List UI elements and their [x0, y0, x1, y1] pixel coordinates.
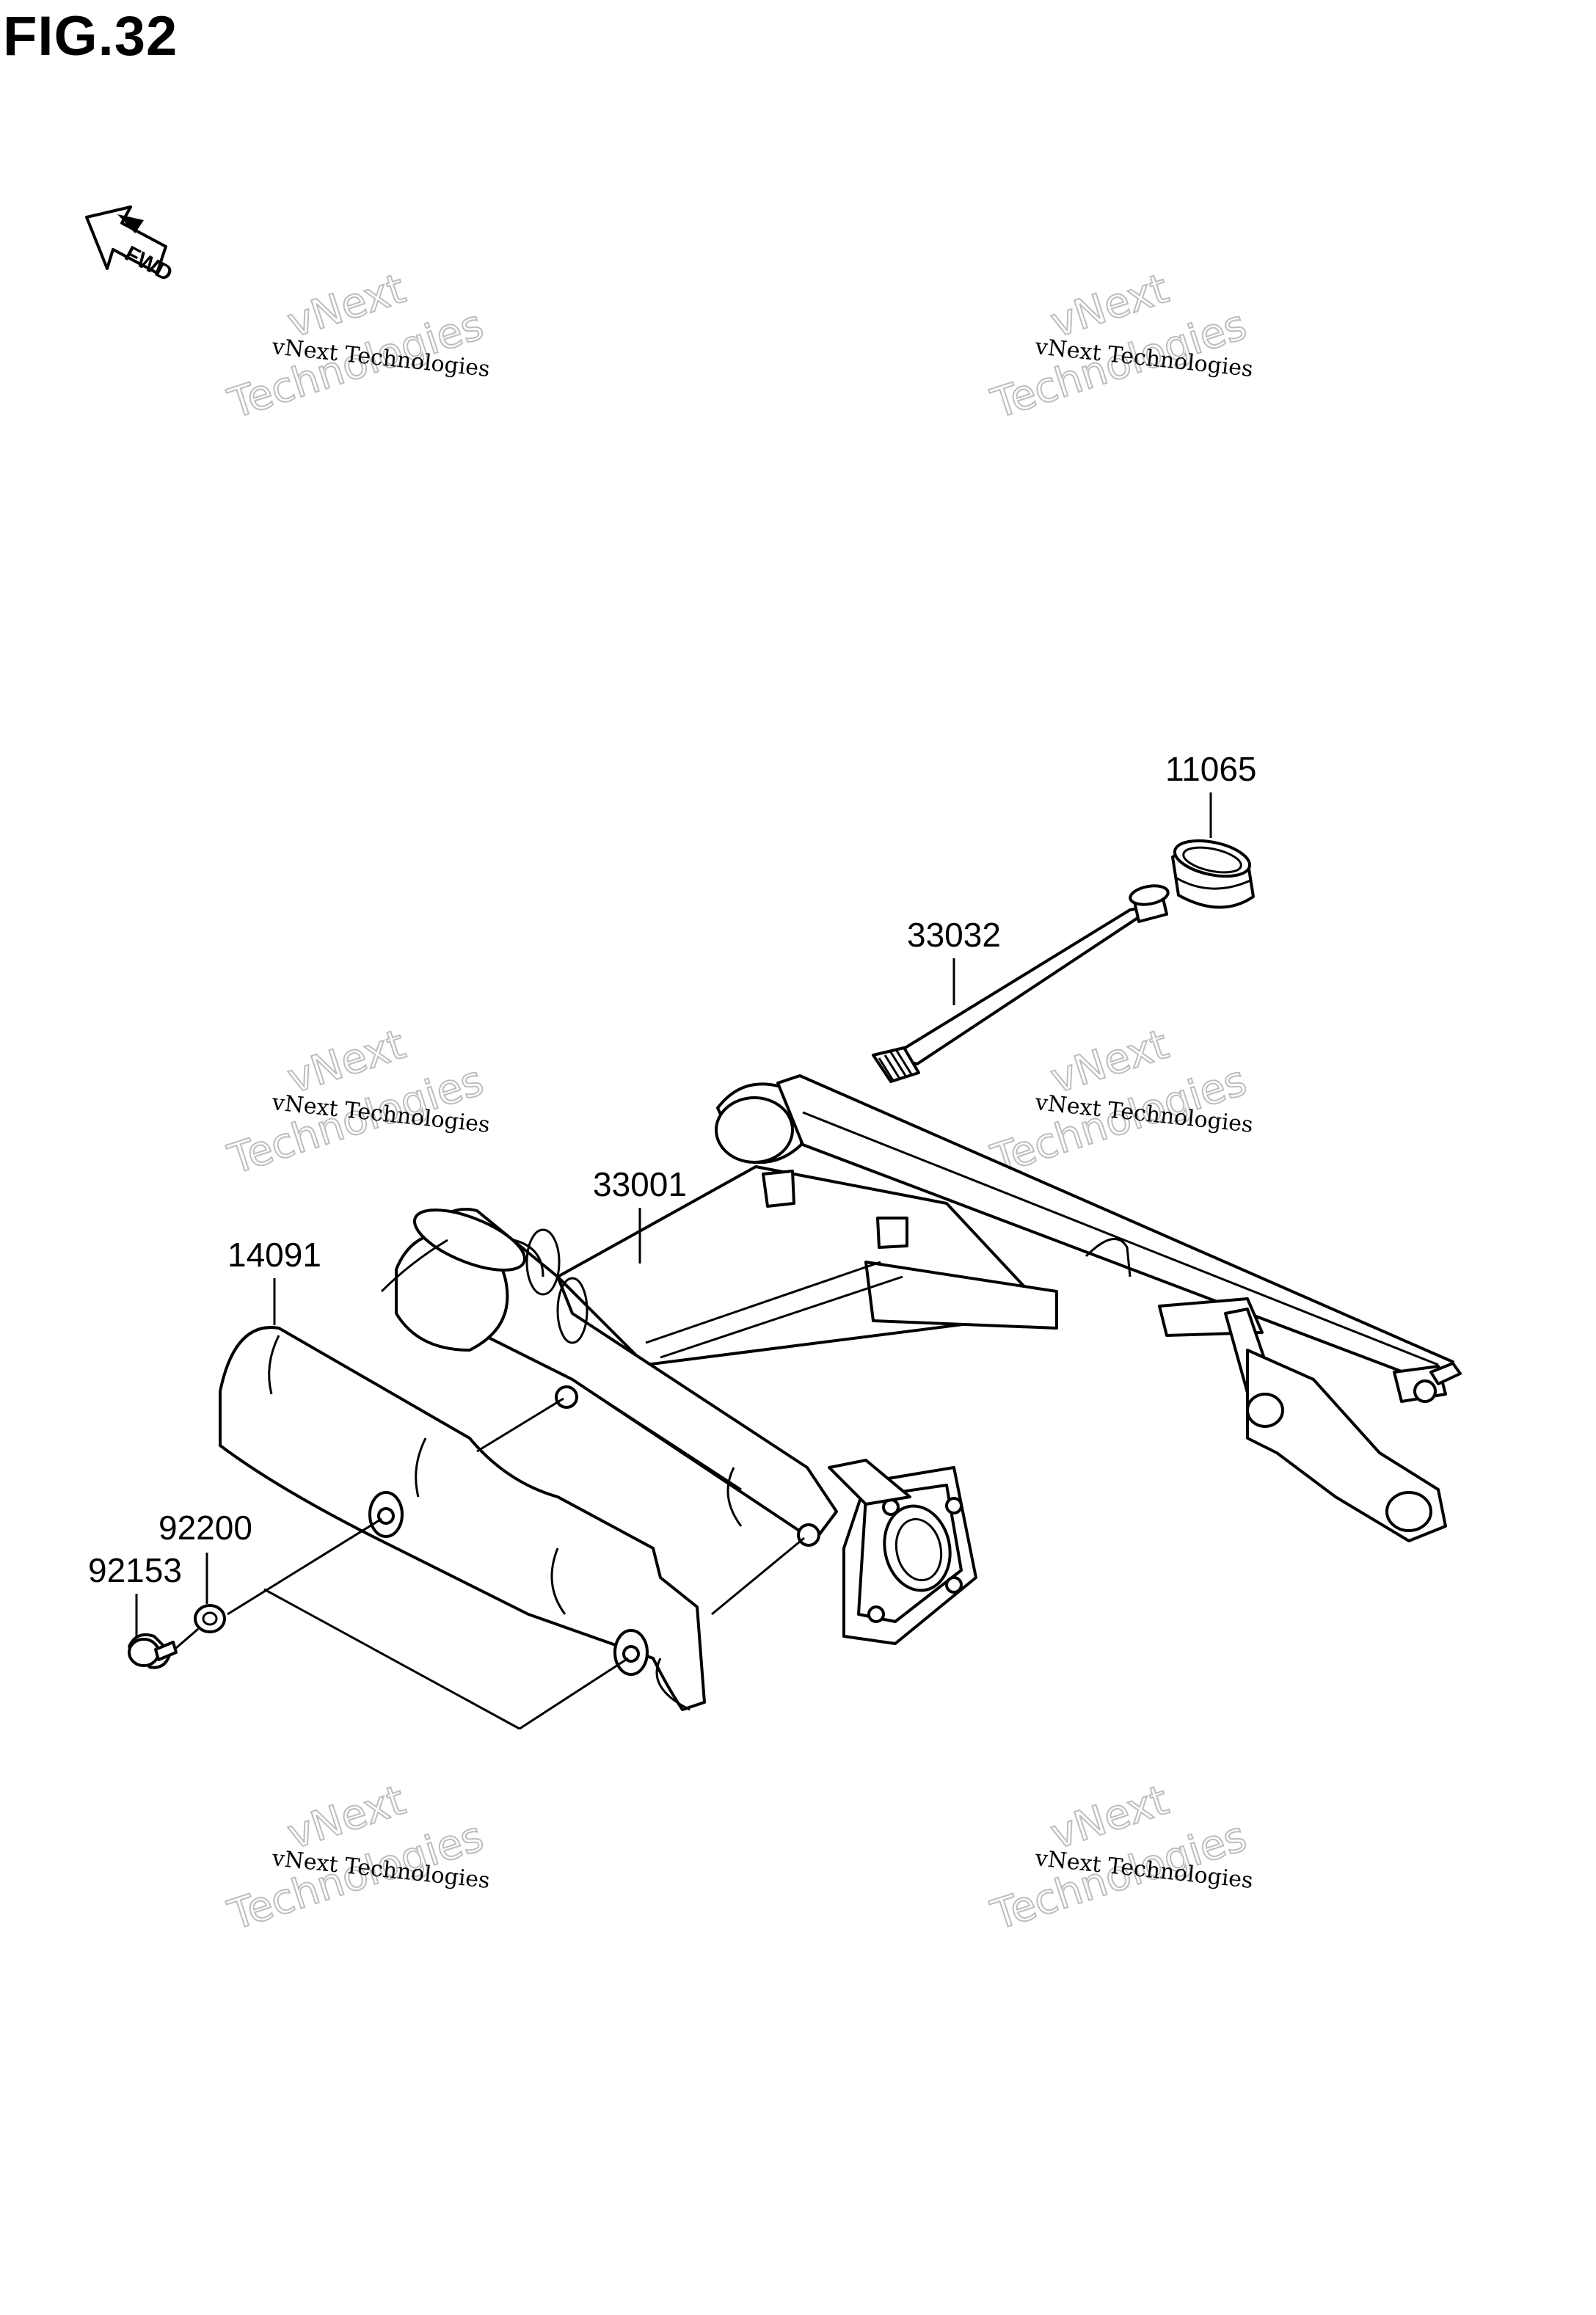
part-92153-bolt [128, 1633, 178, 1669]
watermark-bottom-right: vNext Technologies vNext Technologies [985, 1776, 1254, 1941]
svg-text:92153: 92153 [88, 1551, 182, 1589]
watermark-mid-left: vNext Technologies vNext Technologies [222, 1020, 491, 1185]
part-33001-swing-arm [380, 1074, 1462, 1645]
watermark-mid-right: vNext Technologies vNext Technologies [985, 1020, 1254, 1185]
callout-11065: 11065 [1165, 750, 1257, 838]
part-92200-washer [194, 1604, 226, 1633]
callout-92200: 92200 [158, 1509, 252, 1604]
assembly-lines [175, 1397, 805, 1730]
callout-92153: 92153 [88, 1551, 182, 1638]
watermark-bottom-left: vNext Technologies vNext Technologies [222, 1776, 491, 1941]
svg-text:92200: 92200 [158, 1509, 252, 1547]
part-33032-pivot-shaft [872, 884, 1170, 1083]
callout-33001: 33001 [593, 1165, 687, 1264]
svg-text:14091: 14091 [227, 1236, 321, 1274]
part-14091-cover [219, 1326, 706, 1711]
callout-14091: 14091 [227, 1236, 321, 1325]
callout-33032: 33032 [907, 916, 1001, 1005]
svg-text:33001: 33001 [593, 1165, 687, 1203]
fwd-arrow-icon: FWD [85, 205, 177, 286]
watermark-top-right: vNext Technologies vNext Technologies [985, 264, 1254, 429]
watermark-top-left: vNext Technologies vNext Technologies [222, 264, 491, 429]
figure-title: FIG.32 [3, 5, 178, 68]
svg-text:11065: 11065 [1165, 750, 1257, 788]
part-11065-bushing [1171, 839, 1255, 909]
svg-text:33032: 33032 [907, 916, 1001, 954]
